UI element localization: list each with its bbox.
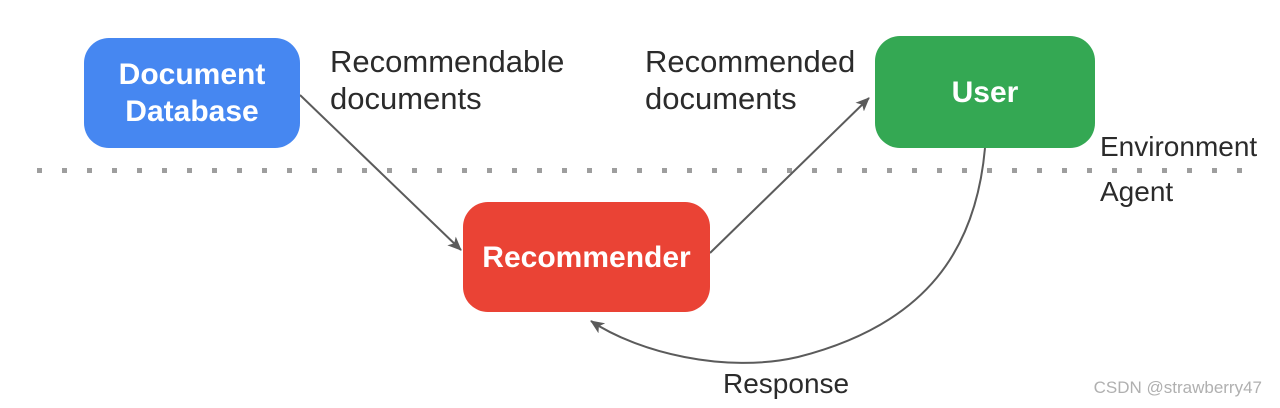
arrow-db-to-recommender — [299, 94, 462, 251]
node-recommender: Recommender — [463, 202, 710, 312]
node-document-database-label: Document Database — [118, 58, 266, 128]
zone-label-agent: Agent — [1100, 176, 1174, 207]
edge-label-response: Response — [723, 368, 850, 399]
edge-label-recommendable-documents: Recommendable documents — [330, 44, 565, 116]
node-document-database: Document Database — [84, 38, 300, 148]
watermark: CSDN @strawberry47 — [1093, 378, 1262, 397]
arrow-recommender-to-user — [709, 97, 870, 254]
node-user-label: User — [951, 75, 1019, 109]
zone-label-environment: Environment — [1100, 131, 1258, 162]
node-user: User — [875, 36, 1095, 148]
edge-label-recommended-documents: Recommended documents — [645, 44, 856, 116]
node-recommender-label: Recommender — [482, 240, 691, 274]
